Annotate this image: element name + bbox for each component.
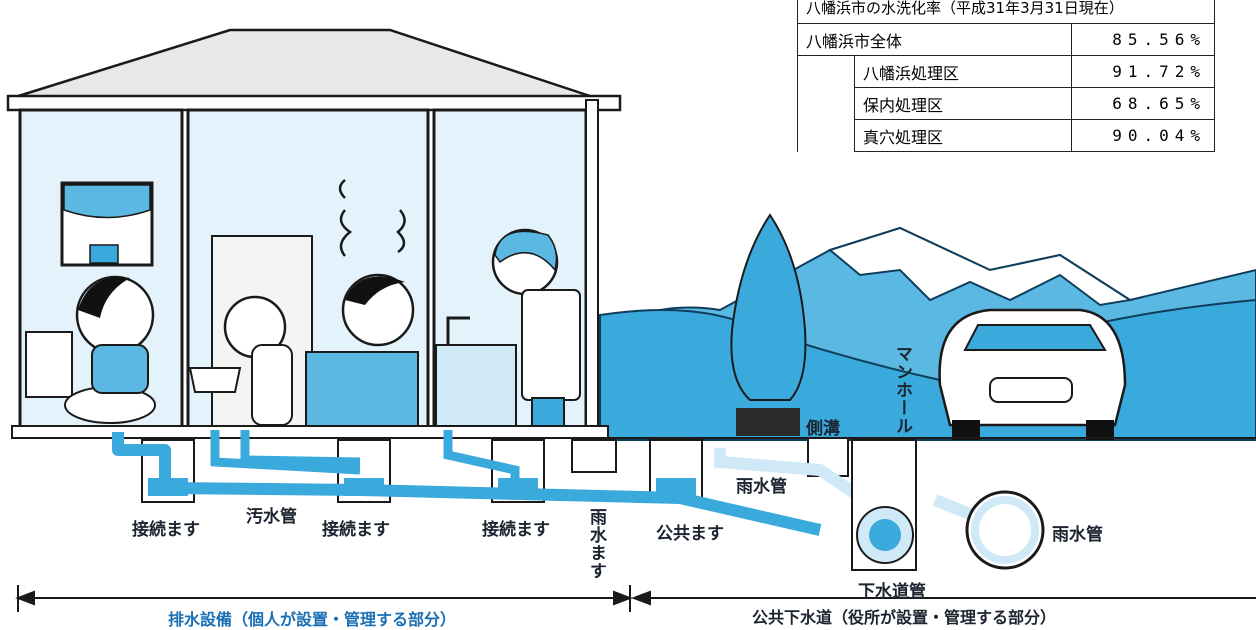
private-zone-label: 排水設備（個人が設置・管理する部分）: [168, 610, 457, 629]
table-row: 保内処理区 68.65%: [798, 87, 1215, 120]
drain-pipe-bath: [210, 430, 361, 475]
toilet-tank: [25, 331, 73, 398]
bath-boy-hair: [345, 276, 405, 305]
boy-hair: [78, 277, 130, 318]
kitchen-counter: [435, 344, 517, 428]
table-title: 八幡浜市の水洗化率（平成31年3月31日現在）: [797, 0, 1215, 24]
public-zone-arrow: [631, 590, 1256, 606]
floor-slab: [11, 425, 609, 439]
rain-pipe-diag: [714, 448, 884, 515]
indent-cell: [797, 55, 855, 152]
total-label: 八幡浜市全体: [797, 23, 1072, 56]
roof-eave: [6, 94, 622, 112]
district-value: 90.04%: [1071, 119, 1215, 152]
total-value: 85.56%: [1071, 23, 1215, 56]
sewage-pipe: [112, 432, 822, 536]
drain-pipe-kitchen: [443, 430, 520, 488]
table-row: 八幡浜処理区 91.72%: [797, 55, 1215, 152]
girl-body: [251, 344, 293, 426]
district-label: 保内処理区: [854, 87, 1072, 120]
connection-basin-label-3: 接続ます: [482, 520, 550, 540]
district-label: 八幡浜処理区: [854, 55, 1072, 88]
table-row: 真穴処理区 90.04%: [798, 119, 1215, 152]
car-wheel-left: [952, 420, 980, 440]
tree-planter: [736, 408, 800, 436]
flush-rate-table: 八幡浜市の水洗化率（平成31年3月31日現在） 八幡浜市全体 85.56% 八幡…: [797, 0, 1215, 152]
car-grille: [989, 377, 1073, 403]
house-roof: [11, 28, 597, 100]
district-value: 68.65%: [1071, 87, 1215, 120]
connection-basin-label-1: 接続ます: [132, 520, 200, 540]
side-ditch-label: 側溝: [806, 419, 840, 439]
snow-cap: [827, 226, 1133, 307]
rain-pipe-label-1: 雨水管: [736, 477, 787, 497]
rain-pipe-label-2: 雨水管: [1052, 525, 1103, 545]
rain-basin: [571, 439, 617, 473]
sewage-pipe-label: 汚水管: [246, 507, 297, 527]
bathtub: [305, 351, 419, 427]
drain-pipe-bath-2: [240, 430, 361, 467]
sewer-main-label: 下水道管: [858, 582, 926, 602]
flower-pot: [89, 244, 119, 264]
district-value: 91.72%: [1071, 55, 1215, 88]
manhole-label: マンホール: [892, 345, 912, 435]
mother-legs: [531, 397, 565, 427]
connection-basin-label-2: 接続ます: [322, 520, 390, 540]
district-label: 真穴処理区: [854, 119, 1072, 152]
car-wheel-right: [1086, 420, 1114, 440]
faucet: [446, 316, 470, 345]
tree: [730, 213, 807, 401]
downspout: [585, 99, 599, 463]
rain-basin-label: 雨水ます: [586, 508, 606, 580]
boy-body: [91, 344, 149, 394]
mother-apron: [521, 289, 581, 401]
steam: [338, 179, 406, 257]
private-zone-arrow: [15, 585, 633, 612]
public-basin-label: 公共ます: [656, 524, 724, 544]
car-windshield: [963, 324, 1107, 351]
public-zone-label: 公共下水道（役所が設置・管理する部分）: [752, 608, 1057, 627]
window-curtain: [63, 184, 151, 219]
mother-hair: [494, 230, 558, 272]
table-header-row: 八幡浜市の水洗化率（平成31年3月31日現在）: [797, 0, 1215, 24]
wash-basin: [188, 367, 242, 393]
table-row: 八幡浜市全体 85.56%: [797, 23, 1215, 56]
